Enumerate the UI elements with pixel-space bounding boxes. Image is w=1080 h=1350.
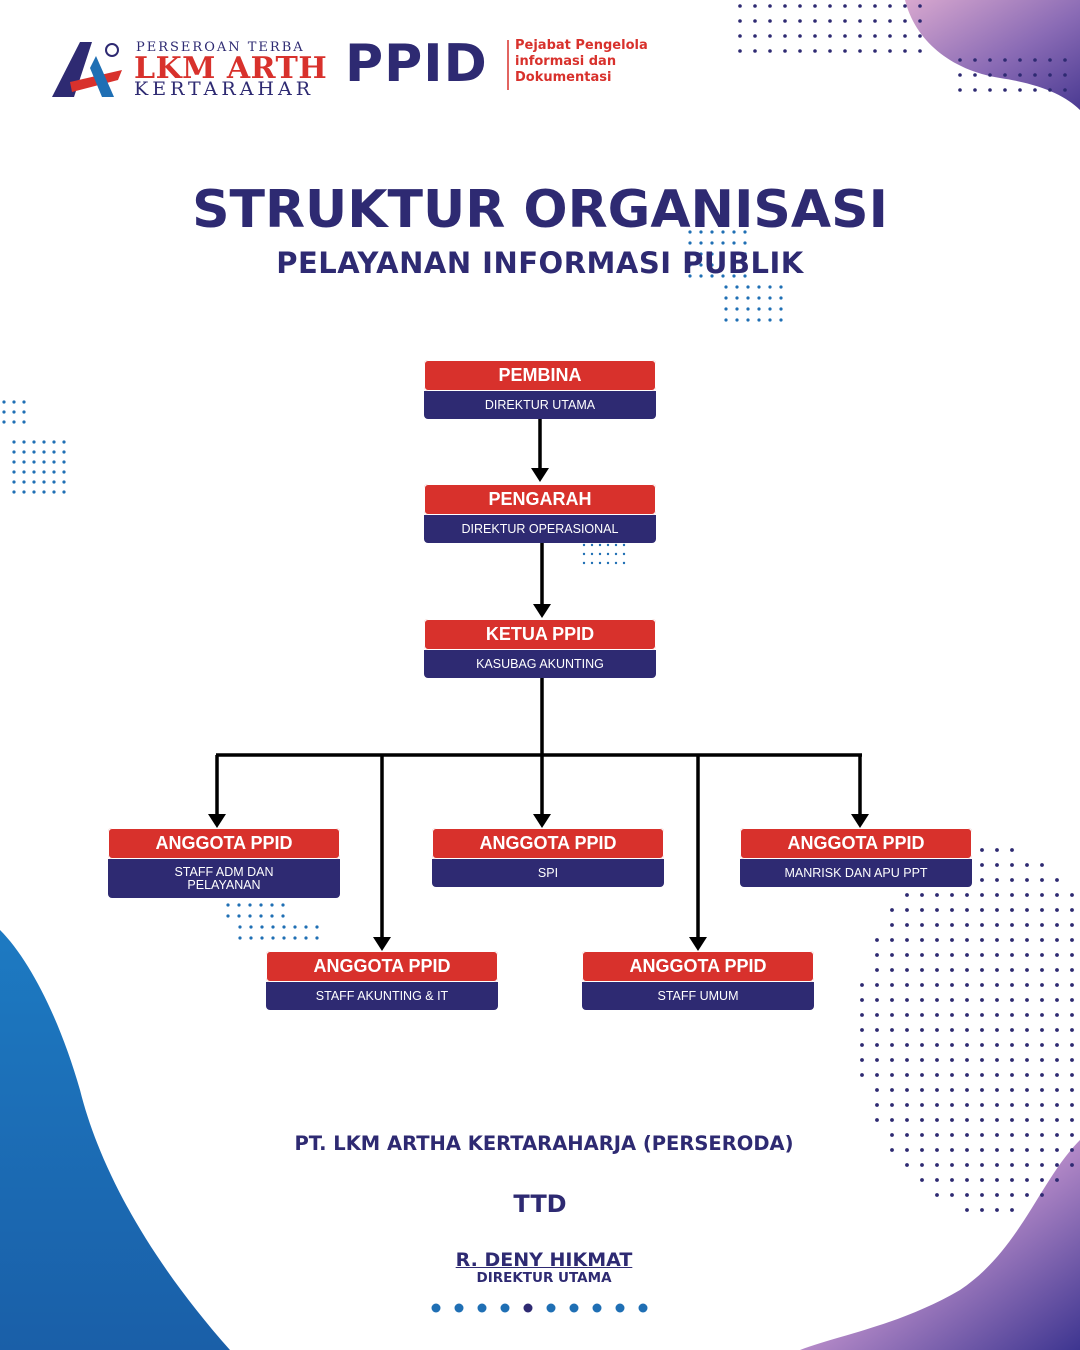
org-position: KASUBAG AKUNTING [424,650,656,678]
org-box-anggota-4: ANGGOTA PPID STAFF UMUM [582,951,814,1010]
dots-title-2 [724,285,783,322]
org-position: STAFF AKUNTING & IT [266,982,498,1010]
dots-left-upper [2,400,26,424]
signer-name: R. DENY HIKMAT [455,1249,633,1271]
org-position: DIREKTUR OPERASIONAL [424,515,656,543]
signer-title: DIREKTUR UTAMA [476,1270,612,1286]
org-box-ketua: KETUA PPID KASUBAG AKUNTING [424,619,656,678]
ppid-description: Pejabat Pengelola informasi dan Dokument… [515,38,648,85]
ppid-logo-text: PPID [345,34,488,94]
org-role: KETUA PPID [424,619,656,650]
bottom-right-blob [800,1140,1080,1350]
org-box-pengarah: PENGARAH DIREKTUR OPERASIONAL [424,484,656,543]
org-box-anggota-5: ANGGOTA PPID MANRISK DAN APU PPT [740,828,972,887]
dots-title [688,230,747,278]
org-box-anggota-1: ANGGOTA PPID STAFF ADM DAN PELAYANAN [108,828,340,898]
dots-left-lower [12,440,66,494]
signature-ttd: TTD [513,1190,567,1218]
org-role: ANGGOTA PPID [432,828,664,859]
org-position: MANRISK DAN APU PPT [740,859,972,887]
dots-anggota-left-2 [238,925,319,940]
org-box-anggota-2: ANGGOTA PPID STAFF AKUNTING & IT [266,951,498,1010]
page-subtitle: PELAYANAN INFORMASI PUBLIK [276,246,804,280]
top-right-blob [905,0,1080,110]
org-role: ANGGOTA PPID [108,828,340,859]
dots-pengarah [582,543,626,565]
org-box-anggota-3: ANGGOTA PPID SPI [432,828,664,887]
dots-bottom-row [431,1303,648,1313]
logo-top-text: PERSEROAN TERBA [136,40,305,55]
logo-bottom-text: KERTARAHAR [134,78,315,100]
arrowheads [208,468,869,951]
bottom-left-blob [0,930,230,1350]
org-position: DIREKTUR UTAMA [424,391,656,419]
org-role: ANGGOTA PPID [582,951,814,982]
page-title: STRUKTUR ORGANISASI [192,180,888,240]
org-position: STAFF UMUM [582,982,814,1010]
logo-mark [52,42,122,97]
org-box-pembina: PEMBINA DIREKTUR UTAMA [424,360,656,419]
company-name: PT. LKM ARTHA KERTARAHARJA (PERSERODA) [294,1132,794,1155]
connector-lines [215,419,862,943]
org-role: PENGARAH [424,484,656,515]
dots-top-right-2 [958,58,1067,92]
org-role: ANGGOTA PPID [740,828,972,859]
org-role: PEMBINA [424,360,656,391]
org-role: ANGGOTA PPID [266,951,498,982]
logo-main-text: LKM ARTH [134,51,328,86]
dots-anggota-left [226,903,285,918]
org-position: SPI [432,859,664,887]
org-position: STAFF ADM DAN PELAYANAN [108,859,340,898]
dots-bottom-right [860,848,1074,1212]
dots-top-right [738,4,922,53]
